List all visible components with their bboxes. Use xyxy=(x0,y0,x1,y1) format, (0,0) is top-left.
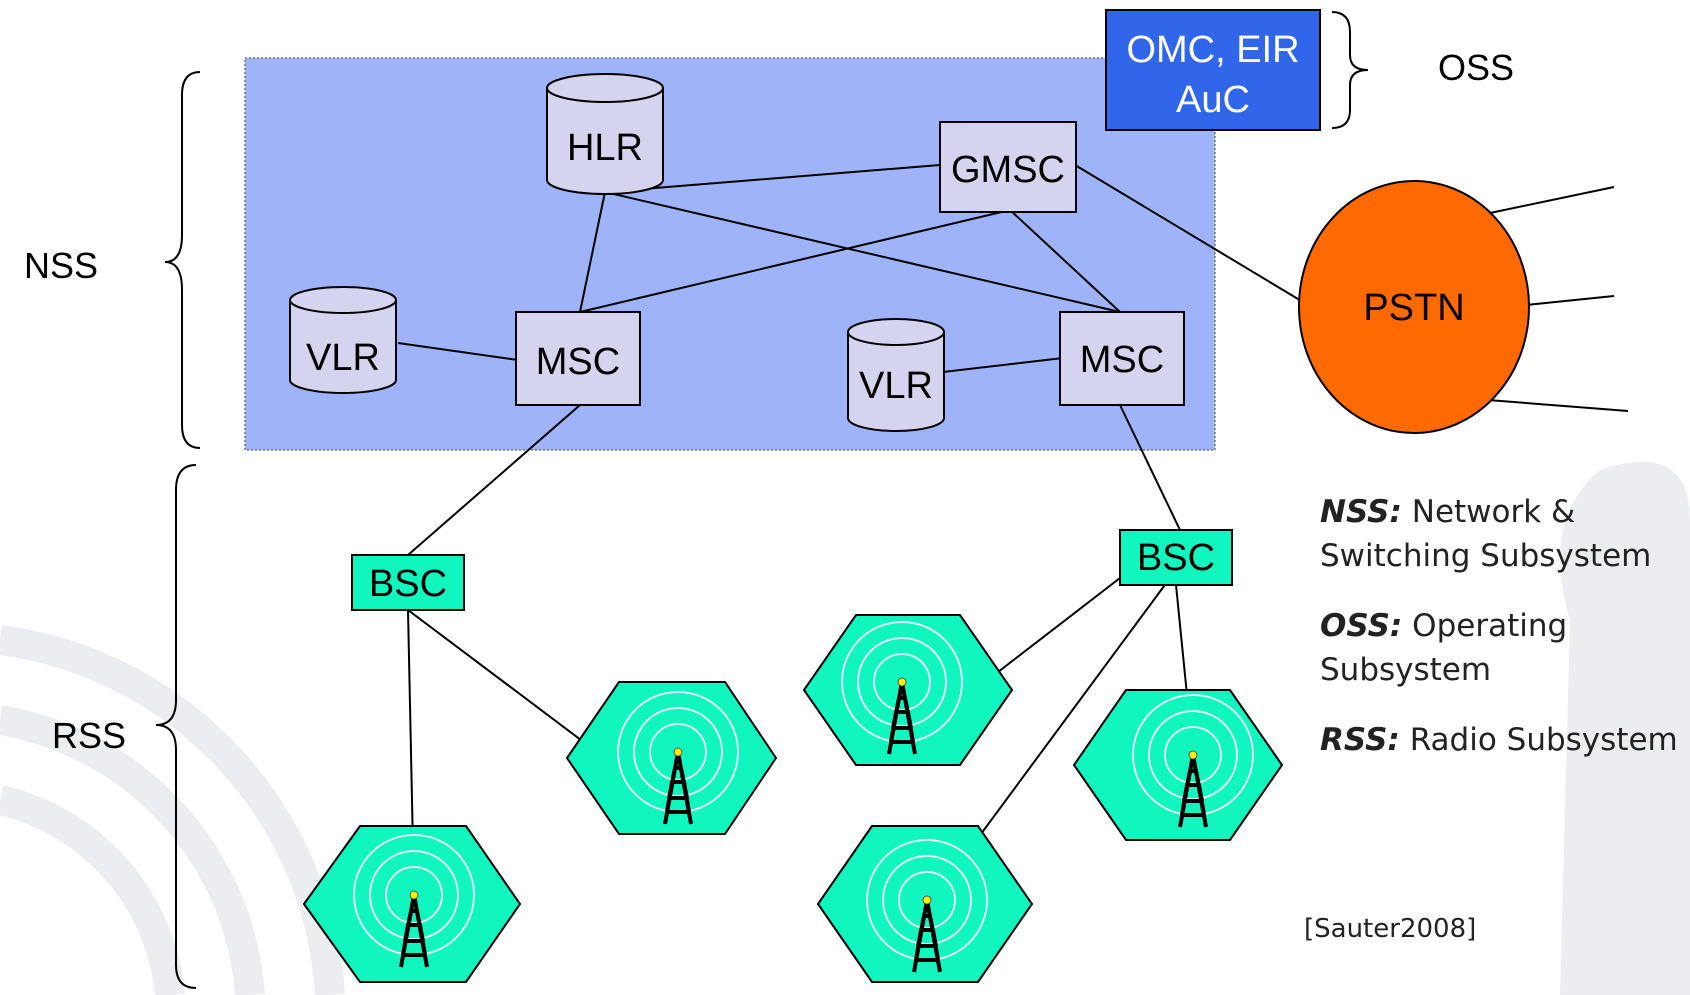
gmsc-node: GMSC xyxy=(939,121,1077,213)
gmsc-label: GMSC xyxy=(951,149,1065,191)
legend-oss: OSS: Operating Subsystem xyxy=(1320,604,1680,692)
omc-line1: OMC, EIR xyxy=(1126,29,1299,71)
omc-eir-auc-node: OMC, EIR AuC xyxy=(1105,9,1321,131)
radio-cell xyxy=(802,614,1014,766)
citation: [Sauter2008] xyxy=(1304,914,1477,944)
vlr-left-label: VLR xyxy=(306,337,380,379)
nss-brace xyxy=(164,71,201,449)
vlr-right-database: VLR xyxy=(847,318,945,432)
msc-right-node: MSC xyxy=(1059,311,1185,406)
legend-nss: NSS: Network & Switching Subsystem xyxy=(1320,490,1680,578)
msc-left-label: MSC xyxy=(536,341,620,383)
hlr-database: HLR xyxy=(546,73,664,195)
legend-rss-text: Radio Subsystem xyxy=(1409,722,1678,758)
hlr-label: HLR xyxy=(567,127,643,169)
nss-label: NSS xyxy=(24,245,98,286)
legend-oss-text: Operating Subsystem xyxy=(1320,608,1568,688)
pstn-network: PSTN xyxy=(1298,180,1530,434)
legend-rss: RSS: Radio Subsystem xyxy=(1320,718,1680,762)
bsc-right-node: BSC xyxy=(1119,529,1233,586)
legend-nss-text: Network & Switching Subsystem xyxy=(1320,494,1652,574)
radio-cell xyxy=(565,681,778,835)
radio-cell xyxy=(1072,689,1284,841)
msc-right-label: MSC xyxy=(1080,339,1164,381)
oss-brace xyxy=(1331,11,1369,129)
legend-rss-abbr: RSS: xyxy=(1320,722,1400,758)
radio-cell xyxy=(816,825,1034,983)
bsc-left-node: BSC xyxy=(351,554,465,611)
rss-label: RSS xyxy=(52,715,126,756)
oss-label: OSS xyxy=(1438,47,1514,88)
bsc-left-label: BSC xyxy=(369,563,447,605)
bsc-right-label: BSC xyxy=(1137,537,1215,579)
radio-cell xyxy=(302,825,522,983)
msc-left-node: MSC xyxy=(515,311,641,406)
pstn-label: PSTN xyxy=(1363,287,1464,329)
vlr-right-label: VLR xyxy=(859,365,933,407)
vlr-left-database: VLR xyxy=(289,286,397,394)
omc-line2: AuC xyxy=(1176,79,1250,121)
legend-oss-abbr: OSS: xyxy=(1320,608,1403,644)
legend-nss-abbr: NSS: xyxy=(1320,494,1402,530)
rss-brace xyxy=(155,464,197,989)
